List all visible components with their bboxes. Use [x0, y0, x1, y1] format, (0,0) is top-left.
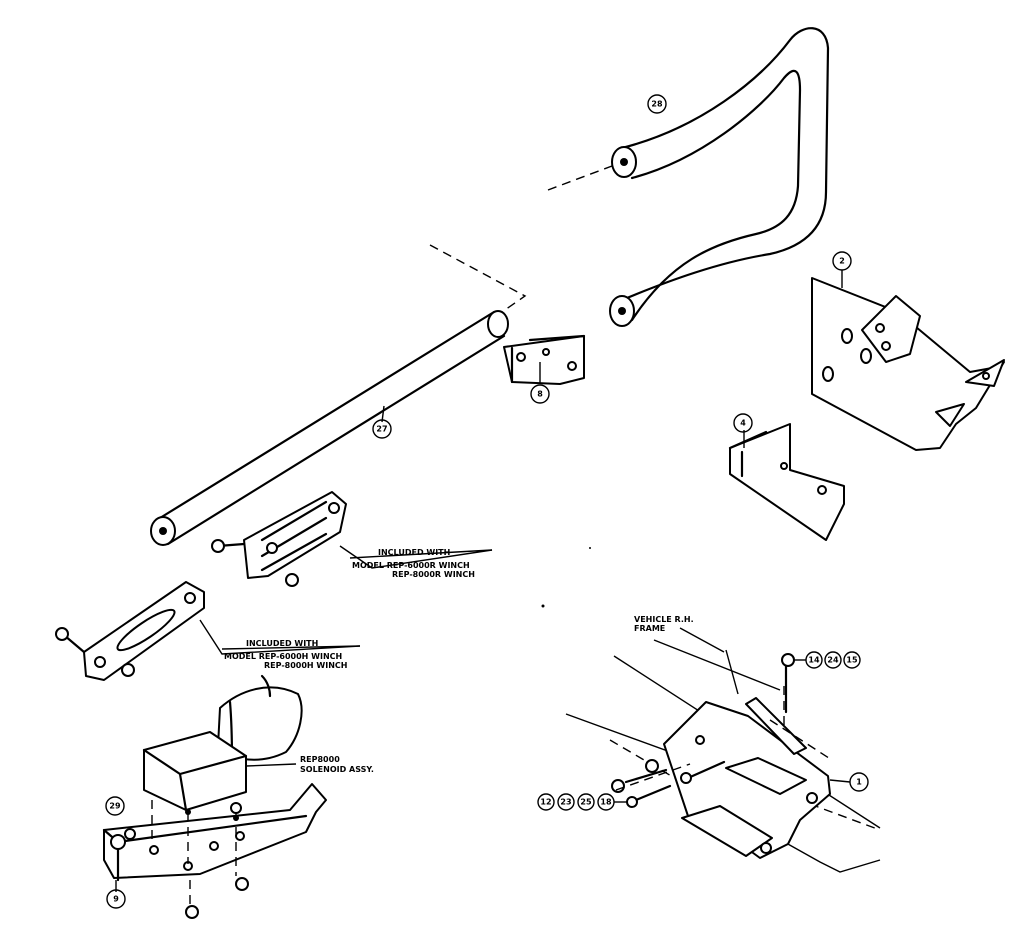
svg-text:INCLUDED WITH: INCLUDED WITH: [378, 548, 450, 557]
plate-2: [811, 270, 1005, 451]
label-included-rep6000h: INCLUDED WITH MODEL REP-6000H WINCH REP-…: [221, 639, 361, 670]
svg-text:4: 4: [740, 419, 746, 428]
svg-text:MODEL REP-6000R WINCH: MODEL REP-6000R WINCH: [352, 561, 470, 570]
callout-29: 29: [105, 796, 125, 816]
callout-27: 27: [372, 419, 392, 439]
svg-text:14: 14: [808, 656, 820, 665]
svg-text:VEHICLE R.H.: VEHICLE R.H.: [634, 615, 694, 624]
callout-28: 28: [647, 94, 667, 114]
tube-27: [150, 244, 527, 546]
svg-text:9: 9: [113, 895, 119, 904]
svg-text:15: 15: [846, 656, 858, 665]
svg-text:8: 8: [537, 390, 543, 399]
svg-text:REP-8000R WINCH: REP-8000R WINCH: [392, 570, 475, 579]
callout-1: 1: [849, 772, 869, 792]
frame-mount-1: [565, 639, 881, 873]
svg-text:FRAME: FRAME: [634, 624, 665, 633]
solenoid-assembly: [102, 674, 327, 919]
label-solenoid: REP8000 SOLENOID ASSY.: [300, 755, 374, 774]
svg-text:18: 18: [600, 798, 612, 807]
callout-9: 9: [106, 889, 126, 909]
callout-25: 25: [577, 793, 595, 811]
svg-text:1: 1: [856, 778, 862, 787]
callout-24: 24: [824, 651, 842, 669]
svg-text:28: 28: [651, 100, 663, 109]
label-included-rep6000r: INCLUDED WITH MODEL REP-6000R WINCH REP-…: [349, 548, 493, 579]
callout-8: 8: [530, 384, 550, 404]
svg-text:REP8000: REP8000: [300, 755, 340, 764]
svg-text:REP-8000H WINCH: REP-8000H WINCH: [264, 661, 347, 670]
svg-text:SOLENOID ASSY.: SOLENOID ASSY.: [300, 765, 374, 774]
speck-marks: [541, 547, 591, 608]
bracket-8: [503, 334, 586, 385]
hawse-fairlead: [55, 581, 361, 681]
callout-18: 18: [597, 793, 615, 811]
svg-text:25: 25: [580, 798, 592, 807]
callout-15: 15: [843, 651, 861, 669]
svg-text:29: 29: [109, 802, 121, 811]
svg-text:MODEL REP-6000H WINCH: MODEL REP-6000H WINCH: [224, 652, 342, 661]
tube-28: [547, 27, 830, 327]
callout-12: 12: [537, 793, 555, 811]
svg-text:INCLUDED WITH: INCLUDED WITH: [246, 639, 318, 648]
label-vehicle-frame: VEHICLE R.H. FRAME: [634, 615, 725, 653]
svg-text:27: 27: [376, 425, 387, 434]
callout-23: 23: [557, 793, 575, 811]
svg-text:23: 23: [560, 798, 571, 807]
callout-2: 2: [832, 251, 852, 271]
roller-fairlead: [211, 491, 493, 587]
svg-text:12: 12: [540, 798, 551, 807]
callout-4: 4: [733, 413, 753, 433]
callout-14: 14: [805, 651, 823, 669]
bracket-4: [728, 423, 845, 541]
svg-text:2: 2: [839, 257, 845, 266]
svg-text:24: 24: [827, 656, 839, 665]
